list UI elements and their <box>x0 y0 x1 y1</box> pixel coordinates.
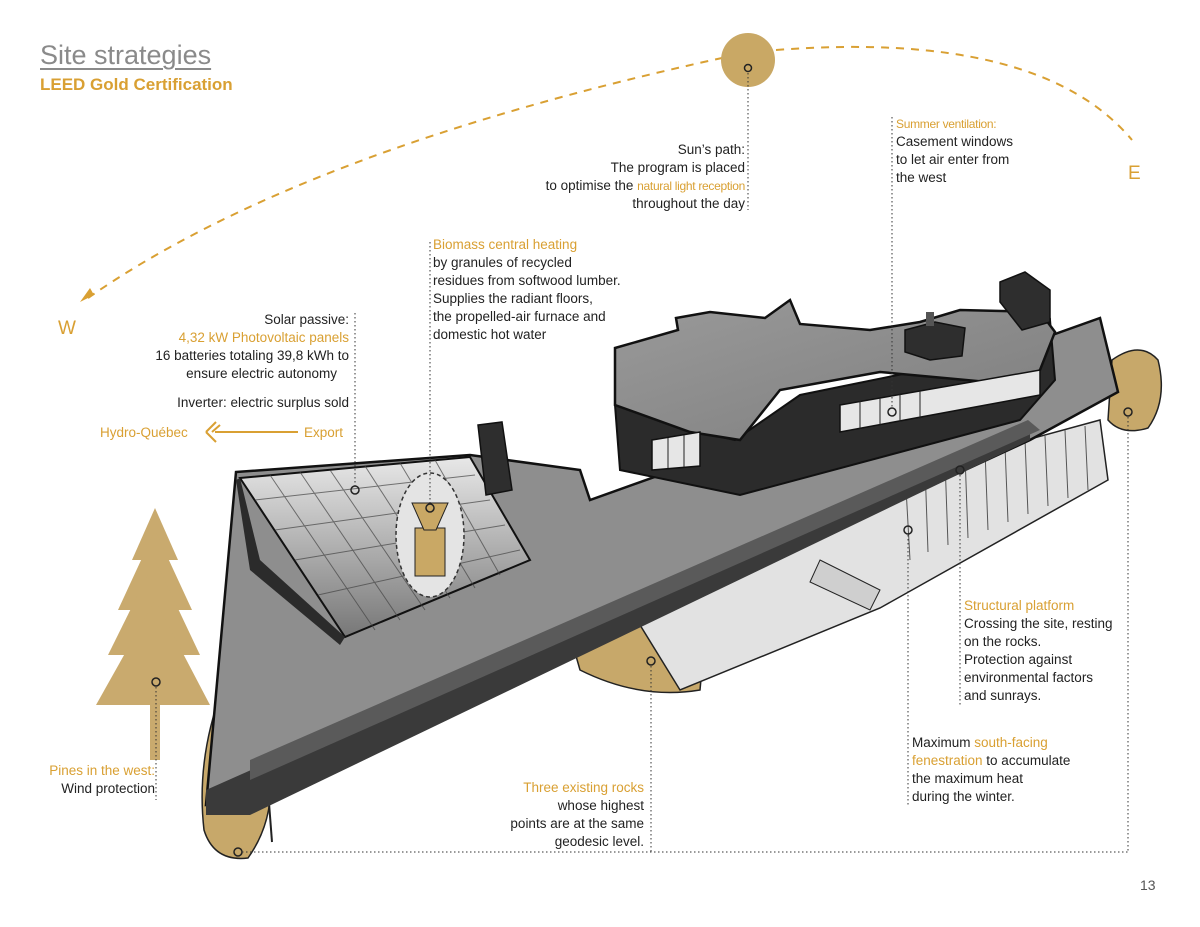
export-arrow-icon <box>205 421 298 443</box>
sun-path-arc-west <box>87 57 723 299</box>
sun-path-arrow-icon <box>80 288 94 302</box>
sun-path-arc-east <box>775 45 1133 141</box>
compass-east: E <box>1128 163 1141 184</box>
hydro-quebec-label: Hydro-Québec <box>100 425 188 440</box>
page-subtitle: LEED Gold Certification <box>40 75 233 94</box>
rocks-label: Three existing rocks whose highest point… <box>510 780 644 849</box>
sun-path-label: Sun’s path: The program is placed to opt… <box>545 142 746 211</box>
page-title: Site strategies <box>40 40 212 70</box>
solar-label: Solar passive: 4,32 kW Photovoltaic pane… <box>155 312 349 410</box>
compass-west: W <box>58 318 76 339</box>
biomass-furnace-icon <box>414 527 446 577</box>
rock-east <box>1107 349 1163 432</box>
biomass-label: Biomass central heating by granules of r… <box>433 237 621 342</box>
pines-label: Pines in the west: Wind protection <box>49 763 155 796</box>
export-label: Export <box>304 425 344 440</box>
pine-tree-icon <box>96 508 210 760</box>
structural-platform-label: Structural platform Crossing the site, r… <box>964 598 1113 703</box>
chimney <box>477 421 513 496</box>
south-fenestration-label: Maximum south-facing fenestration to acc… <box>912 735 1071 804</box>
ventilation-label: Summer ventilation: Casement windows to … <box>896 117 1014 185</box>
casement-windows <box>839 369 1041 433</box>
page-number: 13 <box>1140 877 1156 893</box>
sun-icon <box>721 33 775 87</box>
